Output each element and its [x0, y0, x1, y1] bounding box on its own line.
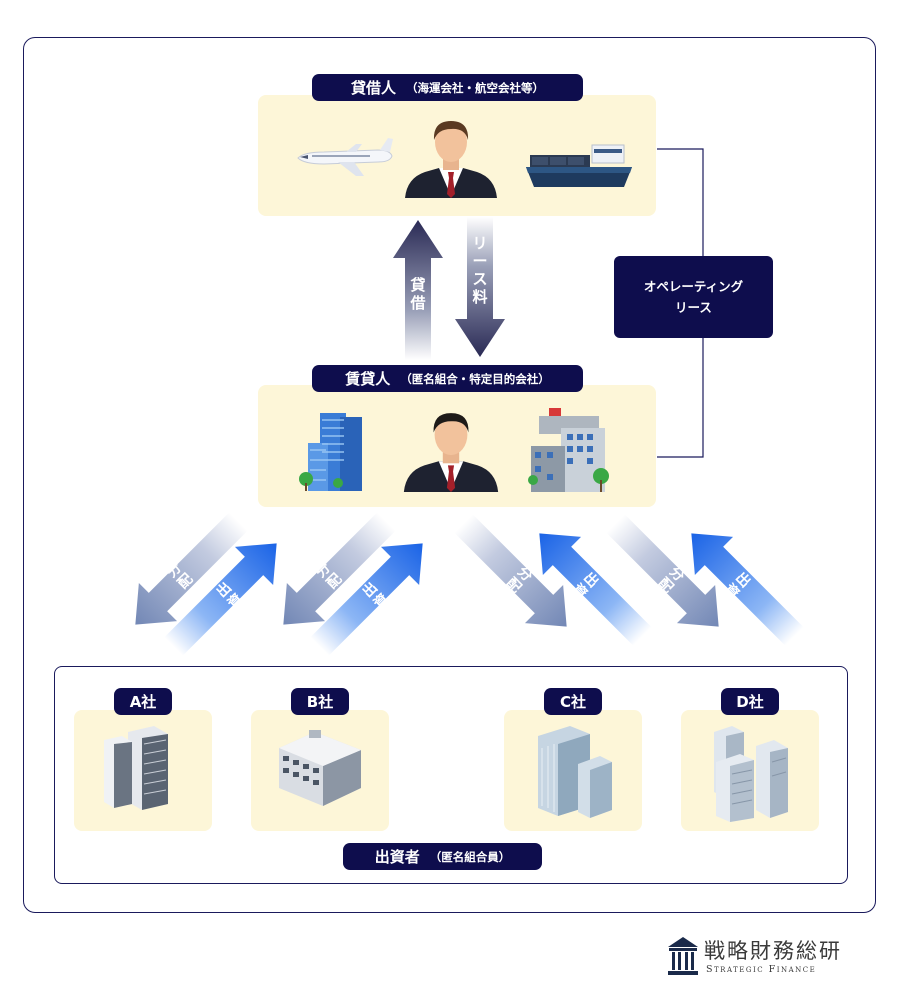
lend-label: 貸借 — [410, 276, 426, 312]
company-c-label: C社 — [544, 688, 602, 715]
logo-subtitle: Strategic Finance — [706, 964, 817, 975]
lessor-title-text: 賃貸人 — [345, 370, 391, 388]
lessee-subtitle: （海運会社・航空会社等） — [406, 80, 544, 95]
strategic-finance-logo: 戦略財務総研 Strategic Finance — [668, 935, 868, 979]
company-b-label: B社 — [291, 688, 349, 715]
company-a-label: A社 — [114, 688, 172, 715]
ship-icon — [526, 144, 632, 187]
office-building-icon — [528, 408, 609, 492]
office-tower-icon — [299, 413, 362, 491]
lend-arrow — [393, 220, 443, 360]
operating-lease-line1: オペレーティング — [643, 279, 744, 294]
lessee-title-text: 貸借人 — [350, 79, 396, 97]
investors-frame — [54, 666, 848, 884]
investors-title-text: 出資者 — [374, 848, 420, 866]
lease-fee-label: リース料 — [472, 234, 488, 306]
businessman-icon — [403, 413, 499, 492]
logo-name: 戦略財務総研 — [704, 939, 842, 963]
building-icon — [538, 726, 612, 818]
lessor-title: 賃貸人 （匿名組合・特定目的会社） — [312, 365, 583, 392]
investors-subtitle: （匿名組合員） — [429, 849, 511, 864]
company-d-label: D社 — [721, 688, 779, 715]
lessee-title: 貸借人 （海運会社・航空会社等） — [312, 74, 583, 101]
temple-logo-icon — [668, 937, 698, 975]
operating-lease-box: オペレーティング リース — [614, 256, 773, 338]
lease-fee-arrow — [455, 217, 505, 357]
diagram-frame — [23, 37, 876, 913]
lessor-subtitle: （匿名組合・特定目的会社） — [400, 371, 550, 386]
building-icon — [714, 726, 788, 822]
building-icon — [104, 726, 168, 810]
building-icon — [279, 730, 361, 806]
businessman-icon — [405, 121, 497, 198]
operating-lease-line2: リース — [675, 300, 712, 315]
airplane-icon — [297, 138, 393, 176]
investors-title: 出資者 （匿名組合員） — [343, 843, 542, 870]
